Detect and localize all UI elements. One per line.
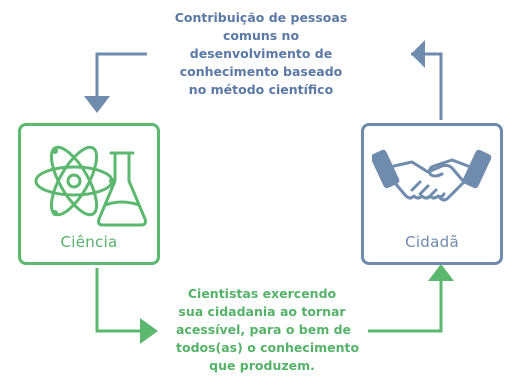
caption-scientists-citizenship: Cientistas exercendo sua cidadania ao to… <box>176 285 360 375</box>
science-box: Ciência <box>18 123 160 265</box>
handshake-icon <box>372 149 492 202</box>
caption-top-line: desenvolvimento de <box>189 46 333 61</box>
green-arrow-left-line <box>95 268 140 333</box>
caption-bottom-line: que produzem. <box>209 358 315 373</box>
caption-bottom-line: acessível, para o bem de <box>176 322 351 337</box>
blue-arrow-up-line <box>411 52 443 120</box>
blue-arrowhead-down <box>84 96 110 113</box>
caption-bottom-line: todos(as) o conhecimento <box>176 340 360 355</box>
green-arrowhead-right <box>140 318 158 344</box>
caption-bottom-line: Cientistas exercendo <box>187 286 337 301</box>
science-box-label: Ciência <box>60 233 118 251</box>
green-arrowhead-up <box>428 264 454 281</box>
caption-top-line: comuns no <box>222 28 300 43</box>
caption-top-line: no método científico <box>188 82 334 97</box>
caption-top-line: conhecimento baseado <box>179 64 343 79</box>
caption-bottom-line: sua cidadania ao tornar <box>178 304 346 319</box>
atom-flask-icon <box>34 145 147 227</box>
caption-top-line: Contribuição de pessoas <box>174 10 348 25</box>
citizen-box-label: Cidadã <box>405 233 459 251</box>
green-arrow-right-line <box>368 280 443 333</box>
caption-citizen-contribution: Contribuição de pessoas comuns no desenv… <box>155 9 367 99</box>
blue-arrowhead-up <box>411 40 425 68</box>
blue-arrow-top-line <box>95 52 147 100</box>
citizen-box: Cidadã <box>361 123 503 265</box>
